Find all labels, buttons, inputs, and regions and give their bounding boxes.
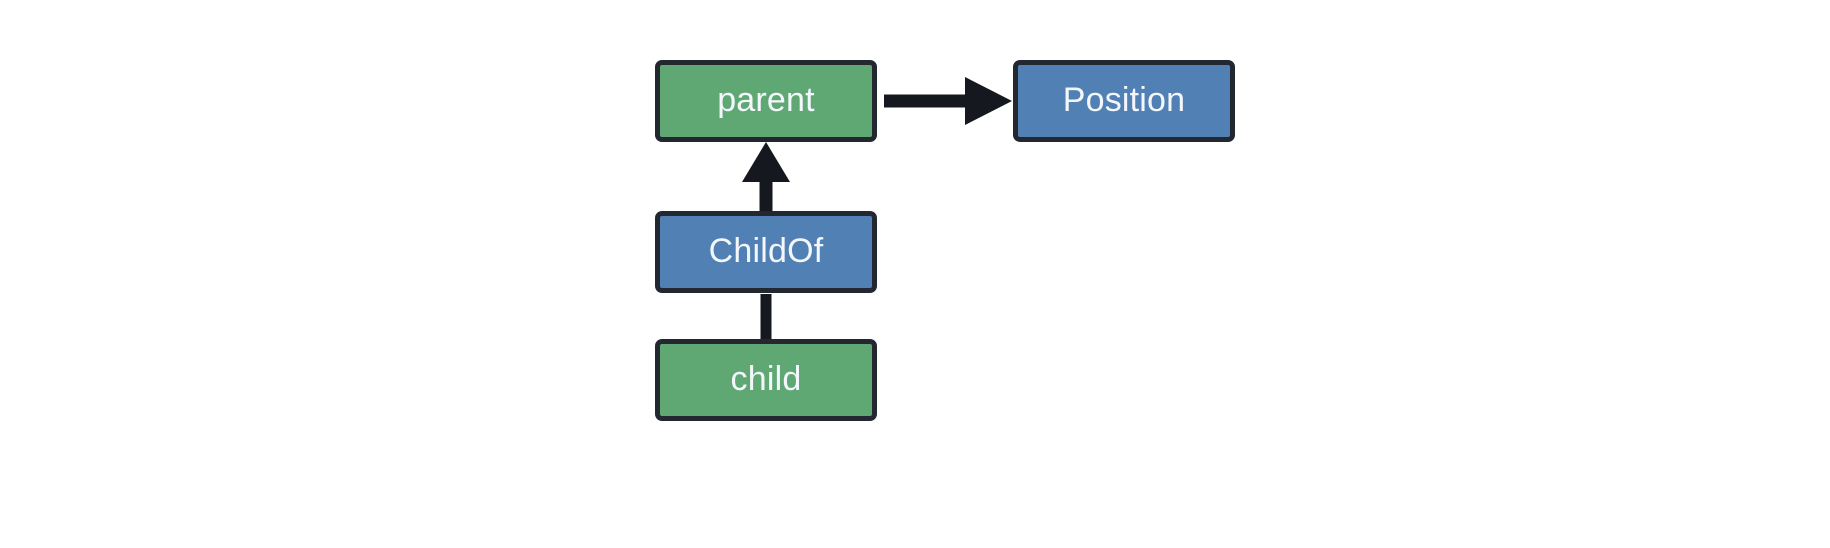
arrowhead-right-icon	[965, 77, 1012, 125]
edge-parent-to-position	[884, 77, 1012, 125]
node-position[interactable]: Position	[1013, 60, 1235, 142]
edge-childof-to-parent	[742, 142, 790, 211]
arrowhead-up-icon	[742, 142, 790, 182]
node-child[interactable]: child	[655, 339, 877, 421]
node-childof[interactable]: ChildOf	[655, 211, 877, 293]
node-parent[interactable]: parent	[655, 60, 877, 142]
node-position-label: Position	[1062, 81, 1186, 119]
node-child-label: child	[730, 360, 802, 398]
node-parent-label: parent	[717, 81, 815, 119]
node-childof-label: ChildOf	[708, 232, 824, 270]
